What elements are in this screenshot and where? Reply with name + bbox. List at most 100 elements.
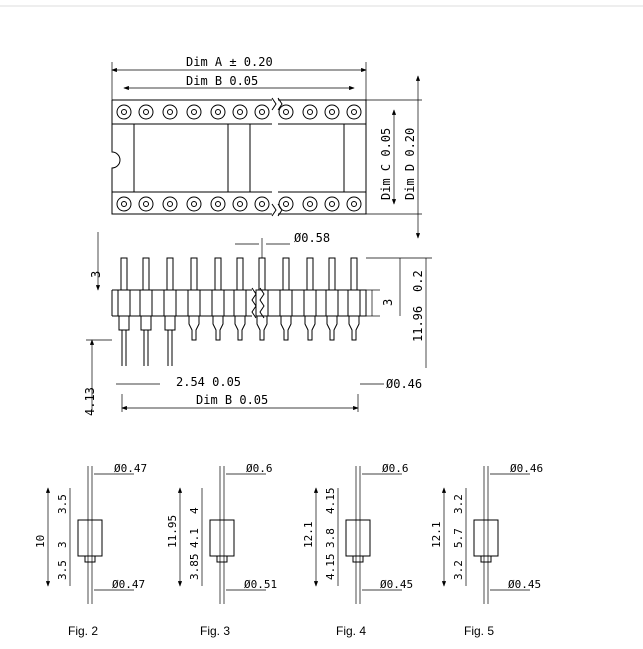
pin-hole-center bbox=[283, 109, 289, 115]
pin-hole-center bbox=[191, 109, 197, 115]
dia-top: Ø0.6 bbox=[382, 462, 409, 475]
pin-hole-center bbox=[351, 201, 357, 207]
dia-bot: Ø0.45 bbox=[508, 578, 541, 591]
pin-hole-center bbox=[215, 109, 221, 115]
pin-hole bbox=[210, 104, 226, 120]
total-height: 12.1 bbox=[430, 522, 443, 549]
total-height: 12.1 bbox=[302, 522, 315, 549]
side-pin bbox=[211, 257, 225, 341]
dim-d-label: Dim D 0.20 bbox=[403, 128, 417, 200]
segment-length: 3 bbox=[56, 541, 69, 548]
pin-hole bbox=[138, 196, 154, 212]
pin-hole-center bbox=[307, 109, 313, 115]
pin-hole-center bbox=[283, 201, 289, 207]
pin-hole-center bbox=[143, 201, 149, 207]
side-pin bbox=[279, 257, 293, 341]
dia-top: Ø0.46 bbox=[510, 462, 543, 475]
pin-hole bbox=[324, 104, 340, 120]
segment-length: 5.7 bbox=[452, 528, 465, 548]
side-pin bbox=[163, 257, 177, 366]
pin-hole-center bbox=[167, 201, 173, 207]
pin-hole bbox=[232, 104, 248, 120]
segment-length: 3.85 bbox=[188, 554, 201, 581]
height-3: 3 bbox=[89, 271, 103, 278]
dim-b-side: Dim B 0.05 bbox=[196, 393, 268, 407]
pin-hole-center bbox=[215, 201, 221, 207]
side-view: Ø0.58 3 3 0.2 11.96 4.13 2.54 0.05 Dim B… bbox=[83, 231, 432, 416]
segment-length: 4 bbox=[188, 507, 201, 514]
pin-hole bbox=[210, 196, 226, 212]
segment-length: 3.2 bbox=[452, 494, 465, 514]
dim-c-label: Dim C 0.05 bbox=[379, 128, 393, 200]
pin-hole-center bbox=[329, 201, 335, 207]
pin-hole bbox=[278, 196, 294, 212]
pin-hole bbox=[162, 196, 178, 212]
pin-hole-center bbox=[121, 201, 127, 207]
dim-b-label: Dim B 0.05 bbox=[186, 74, 258, 88]
pin-hole-center bbox=[191, 201, 197, 207]
tail-413: 4.13 bbox=[83, 387, 97, 416]
side-pin bbox=[347, 257, 361, 341]
pin-hole bbox=[278, 104, 294, 120]
pin-hole bbox=[324, 196, 340, 212]
side-pin bbox=[139, 257, 153, 366]
segment-length: 4.15 bbox=[324, 488, 337, 515]
pin-dia-top: Ø0.58 bbox=[294, 231, 330, 245]
pin-hole-center bbox=[307, 201, 313, 207]
dim-a-label: Dim A ± 0.20 bbox=[186, 55, 273, 69]
pin-hole-center bbox=[121, 109, 127, 115]
side-pin bbox=[325, 257, 339, 341]
pin-hole bbox=[232, 196, 248, 212]
figure-caption: Fig. 5 bbox=[464, 624, 494, 638]
tol-02: 0.2 bbox=[411, 270, 425, 292]
top-view: Dim A ± 0.20 Dim B 0.05 Dim C 0.05 Dim D… bbox=[111, 55, 422, 239]
dia-bot: Ø0.47 bbox=[112, 578, 145, 591]
pin-hole bbox=[186, 104, 202, 120]
body-3: 3 bbox=[381, 299, 395, 306]
dia-top: Ø0.47 bbox=[114, 462, 147, 475]
pin-hole-center bbox=[237, 201, 243, 207]
pin-hole bbox=[302, 104, 318, 120]
pin-hole-center bbox=[351, 109, 357, 115]
h-1196: 11.96 bbox=[411, 306, 425, 342]
segment-length: 3.5 bbox=[56, 494, 69, 514]
side-pin bbox=[303, 257, 317, 341]
total-height: 11.95 bbox=[166, 515, 179, 548]
pin-hole bbox=[254, 104, 270, 120]
pitch-label: 2.54 0.05 bbox=[176, 375, 241, 389]
tail-dia: Ø0.46 bbox=[386, 377, 422, 391]
pin-hole bbox=[162, 104, 178, 120]
pin-hole-center bbox=[143, 109, 149, 115]
pin-hole-center bbox=[259, 109, 265, 115]
segment-length: 4.15 bbox=[324, 554, 337, 581]
pin-hole bbox=[186, 196, 202, 212]
side-pin bbox=[117, 257, 131, 366]
figure-caption: Fig. 3 bbox=[200, 624, 230, 638]
pin-hole bbox=[138, 104, 154, 120]
pin-hole bbox=[116, 196, 132, 212]
pin-hole-center bbox=[167, 109, 173, 115]
pin-hole bbox=[116, 104, 132, 120]
dia-top: Ø0.6 bbox=[246, 462, 273, 475]
pin-hole bbox=[302, 196, 318, 212]
segment-length: 4.1 bbox=[188, 528, 201, 548]
side-pin bbox=[187, 257, 201, 341]
side-pin bbox=[233, 257, 247, 341]
pin-hole bbox=[346, 104, 362, 120]
pin-hole bbox=[254, 196, 270, 212]
pin-hole-center bbox=[259, 201, 265, 207]
total-height: 10 bbox=[34, 535, 47, 548]
dia-bot: Ø0.45 bbox=[380, 578, 413, 591]
figure-caption: Fig. 2 bbox=[68, 624, 98, 638]
figure-caption: Fig. 4 bbox=[336, 624, 366, 638]
dia-bot: Ø0.51 bbox=[244, 578, 277, 591]
pin-hole-center bbox=[237, 109, 243, 115]
segment-length: 3.5 bbox=[56, 560, 69, 580]
segment-length: 3.8 bbox=[324, 528, 337, 548]
